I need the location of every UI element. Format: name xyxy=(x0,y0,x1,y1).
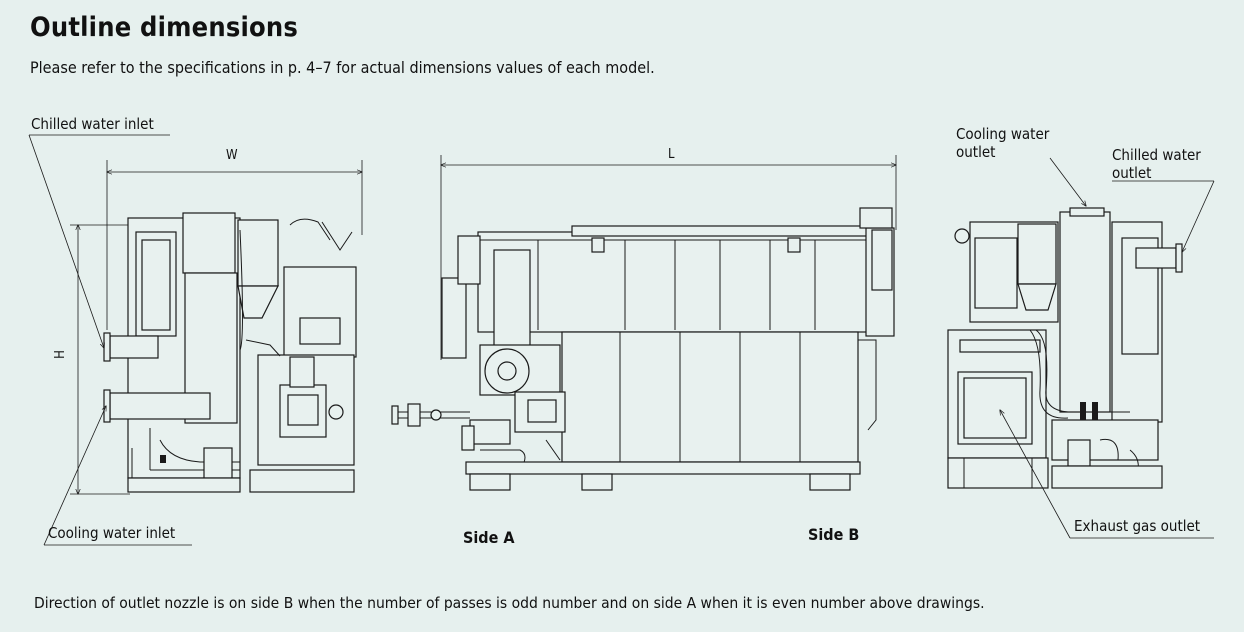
side-view-drawing xyxy=(391,155,896,491)
chilled-water-inlet-leader xyxy=(28,134,104,348)
cooling-water-outlet-label-line2: outlet xyxy=(956,143,996,161)
rear-view-drawing xyxy=(947,207,1183,489)
cooling-water-outlet-leader xyxy=(1049,157,1086,206)
side-a-label: Side A xyxy=(463,528,515,547)
cooling-water-inlet-label: Cooling water inlet xyxy=(48,524,176,542)
page-subtitle: Please refer to the specifications in p.… xyxy=(30,58,655,77)
front-view-drawing xyxy=(70,160,362,494)
exhaust-gas-outlet-label: Exhaust gas outlet xyxy=(1074,517,1201,535)
side-b-label: Side B xyxy=(808,525,860,544)
height-label: H xyxy=(52,350,68,359)
chilled-water-inlet-label: Chilled water inlet xyxy=(31,115,154,133)
page-title: Outline dimensions xyxy=(30,12,299,43)
length-label: L xyxy=(668,147,675,162)
chilled-water-outlet-label-line2: outlet xyxy=(1112,164,1152,182)
footnote: Direction of outlet nozzle is on side B … xyxy=(34,594,985,612)
cooling-water-inlet-leader xyxy=(43,406,106,546)
exhaust-gas-outlet-leader xyxy=(1000,410,1071,539)
chilled-water-outlet-leader xyxy=(1182,180,1215,252)
width-label: W xyxy=(226,148,238,163)
chilled-water-outlet-label-line1: Chilled water xyxy=(1112,146,1201,164)
cooling-water-outlet-label-line1: Cooling water xyxy=(956,125,1050,143)
